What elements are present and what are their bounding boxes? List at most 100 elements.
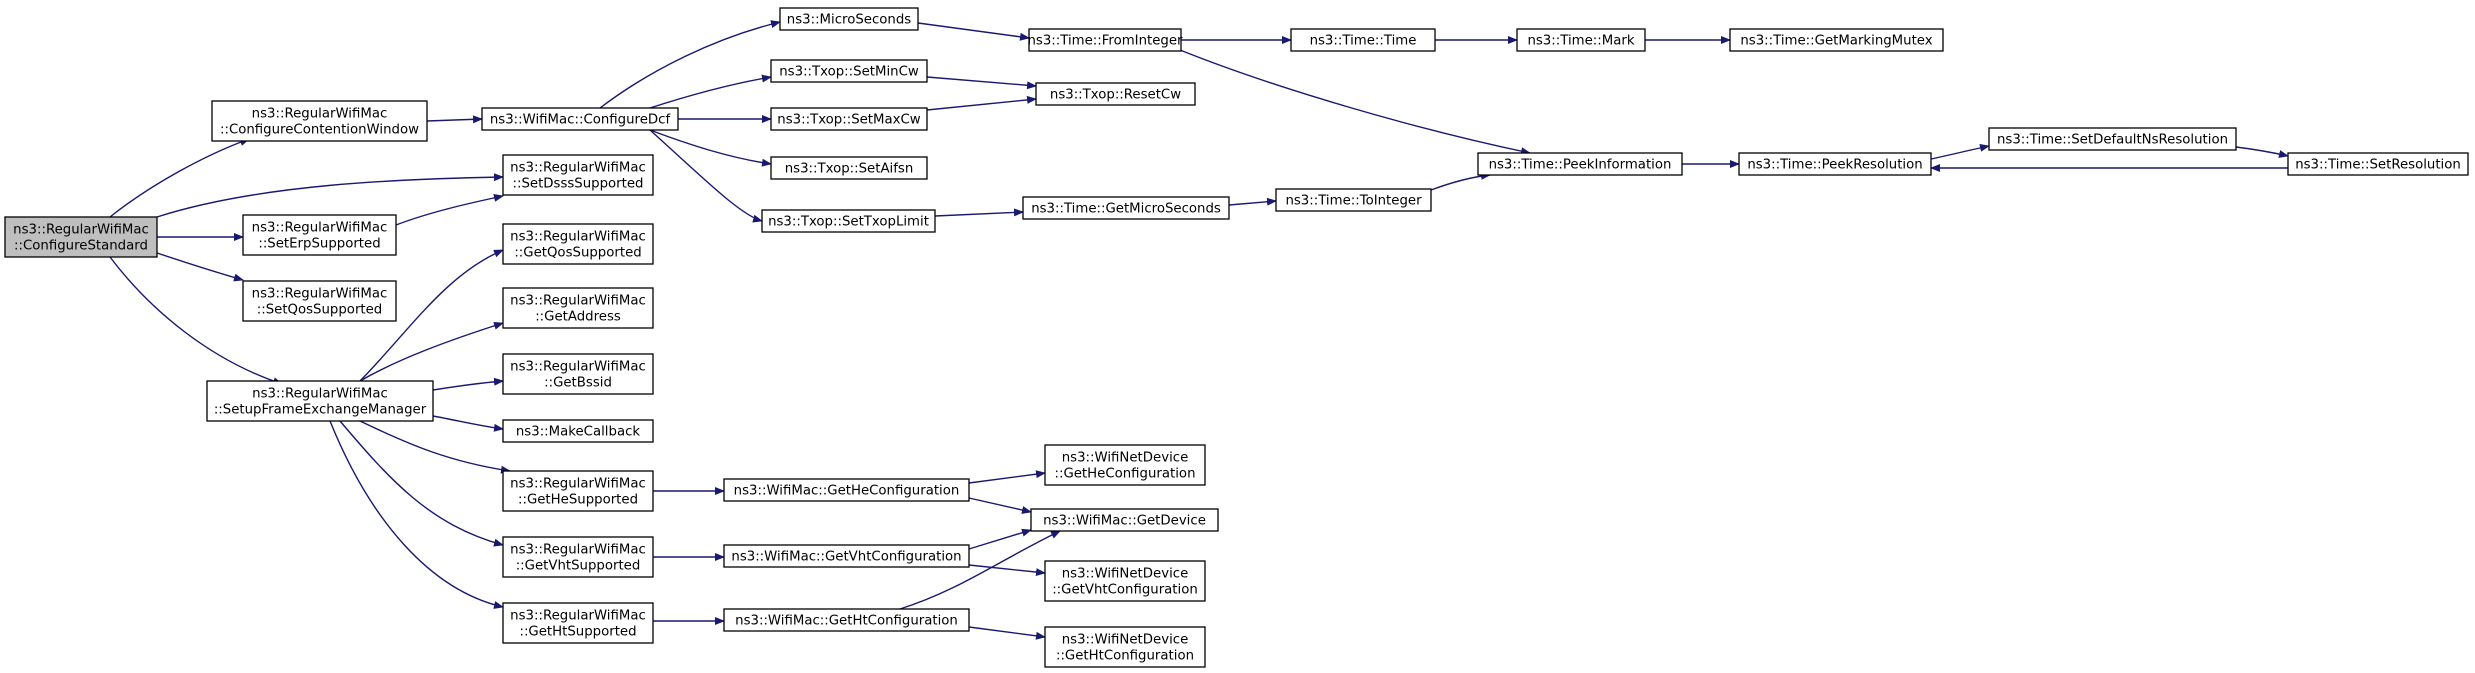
node-get-address[interactable]: ns3::RegularWifiMac::GetAddress	[502, 287, 654, 329]
node-make-callback[interactable]: ns3::MakeCallback	[502, 419, 654, 443]
node-get-qos-supported[interactable]: ns3::RegularWifiMac::GetQosSupported	[502, 223, 654, 265]
node-device-get-vht-configuration[interactable]: ns3::WifiNetDevice::GetVhtConfiguration	[1044, 560, 1206, 602]
node-box	[770, 59, 928, 83]
edge-get-he-configuration-to-device-get-he-configuration	[968, 470, 1046, 484]
node-label-line: ns3::Time::SetDefaultNsResolution	[1997, 133, 2228, 148]
node-set-default-ns-resolution[interactable]: ns3::Time::SetDefaultNsResolution	[1988, 127, 2237, 151]
node-label-line: ns3::RegularWifiMac	[252, 221, 388, 236]
edge-configure-standard-to-set-qos-supported	[156, 252, 244, 282]
edge-setup-frame-exchange-manager-to-get-he-supported	[359, 420, 511, 474]
node-device-get-he-configuration[interactable]: ns3::WifiNetDevice::GetHeConfiguration	[1044, 444, 1206, 486]
node-from-integer[interactable]: ns3::Time::FromInteger	[1027, 28, 1183, 52]
edge-get-he-configuration-to-get-device	[968, 497, 1032, 514]
edge-get-ht-configuration-to-get-device	[899, 530, 1061, 610]
node-box	[502, 353, 654, 395]
node-get-marking-mutex[interactable]: ns3::Time::GetMarkingMutex	[1729, 28, 1944, 52]
node-get-vht-supported[interactable]: ns3::RegularWifiMac::GetVhtSupported	[502, 536, 654, 578]
node-peek-resolution[interactable]: ns3::Time::PeekResolution	[1738, 152, 1932, 176]
node-box	[1477, 152, 1683, 176]
node-peek-information[interactable]: ns3::Time::PeekInformation	[1477, 152, 1683, 176]
node-set-aifsn[interactable]: ns3::Txop::SetAifsn	[770, 156, 928, 180]
node-configure-dcf[interactable]: ns3::WifiMac::ConfigureDcf	[481, 107, 679, 131]
node-box	[1729, 28, 1944, 52]
node-box	[1028, 28, 1182, 52]
edge-get-vht-configuration-to-get-device	[968, 528, 1032, 550]
node-time-mark[interactable]: ns3::Time::Mark	[1516, 28, 1646, 52]
edge-configure-standard-to-set-dsss-supported	[156, 173, 504, 218]
node-reset-cw[interactable]: ns3::Txop::ResetCw	[1035, 82, 1196, 106]
node-set-max-cw[interactable]: ns3::Txop::SetMaxCw	[770, 107, 928, 131]
node-configure-contention-window[interactable]: ns3::RegularWifiMac::ConfigureContention…	[211, 100, 428, 142]
node-device-get-ht-configuration[interactable]: ns3::WifiNetDevice::GetHtConfiguration	[1044, 626, 1206, 668]
edge-set-txop-limit-to-get-micro-seconds	[934, 208, 1024, 217]
node-box	[211, 100, 428, 142]
node-micro-seconds[interactable]: ns3::MicroSeconds	[779, 7, 919, 31]
node-set-dsss-supported[interactable]: ns3::RegularWifiMac::SetDsssSupported	[502, 154, 654, 196]
node-label-line: ::GetVhtSupported	[516, 559, 641, 574]
node-box	[242, 280, 397, 322]
node-label-line: ::ConfigureContentionWindow	[220, 123, 419, 138]
node-label-line: ns3::WifiNetDevice	[1062, 451, 1189, 466]
node-label-line: ::GetAddress	[535, 310, 621, 325]
edge-set-default-ns-resolution-to-set-resolution	[2235, 146, 2289, 158]
edge-from-integer-to-peek-information	[1179, 49, 1531, 156]
node-label-line: ::GetHtConfiguration	[1056, 649, 1194, 664]
edge-get-ht-configuration-to-device-get-ht-configuration	[968, 626, 1046, 640]
node-label-line: ns3::Time::Mark	[1527, 34, 1634, 49]
node-get-he-configuration[interactable]: ns3::WifiMac::GetHeConfiguration	[723, 478, 970, 502]
node-get-vht-configuration[interactable]: ns3::WifiMac::GetVhtConfiguration	[723, 544, 970, 568]
edge-configure-dcf-to-micro-seconds	[599, 20, 781, 109]
node-box	[1035, 82, 1196, 106]
node-label-line: ::GetHeSupported	[518, 493, 638, 508]
edge-configure-dcf-to-set-aifsn	[649, 129, 772, 167]
node-set-qos-supported[interactable]: ns3::RegularWifiMac::SetQosSupported	[242, 280, 397, 322]
node-box	[1044, 626, 1206, 668]
node-box	[4, 216, 158, 258]
node-set-min-cw[interactable]: ns3::Txop::SetMinCw	[770, 59, 928, 83]
node-label-line: ns3::Txop::SetAifsn	[785, 162, 914, 177]
node-label-line: ::GetVhtConfiguration	[1052, 583, 1198, 598]
node-label-line: ns3::Time::FromInteger	[1027, 34, 1183, 49]
node-label-line: ns3::Time::PeekInformation	[1489, 158, 1672, 173]
node-label-line: ns3::RegularWifiMac	[13, 223, 149, 238]
node-get-he-supported[interactable]: ns3::RegularWifiMac::GetHeSupported	[502, 470, 654, 512]
node-box	[502, 602, 654, 644]
node-set-erp-supported[interactable]: ns3::RegularWifiMac::SetErpSupported	[242, 214, 397, 256]
node-box	[1290, 28, 1436, 52]
node-label-line: ns3::Txop::SetMaxCw	[777, 113, 921, 128]
edge-configure-dcf-to-set-min-cw	[649, 74, 772, 109]
node-set-txop-limit[interactable]: ns3::Txop::SetTxopLimit	[761, 209, 936, 233]
node-box	[1044, 560, 1206, 602]
node-get-ht-configuration[interactable]: ns3::WifiMac::GetHtConfiguration	[723, 608, 970, 632]
node-box	[206, 380, 434, 422]
edge-configure-standard-to-setup-frame-exchange-manager	[109, 256, 283, 385]
node-label-line: ns3::RegularWifiMac	[510, 477, 646, 492]
node-label-line: ns3::RegularWifiMac	[252, 107, 388, 122]
node-box	[502, 419, 654, 443]
node-box	[502, 154, 654, 196]
node-label-line: ns3::MakeCallback	[516, 425, 641, 440]
node-box	[502, 536, 654, 578]
node-label-line: ns3::RegularWifiMac	[510, 161, 646, 176]
node-get-ht-supported[interactable]: ns3::RegularWifiMac::GetHtSupported	[502, 602, 654, 644]
node-label-line: ns3::Time::Time	[1310, 34, 1417, 49]
node-label-line: ns3::WifiMac::GetHeConfiguration	[734, 484, 960, 499]
node-label-line: ns3::Time::GetMicroSeconds	[1031, 202, 1221, 217]
node-label-line: ns3::WifiNetDevice	[1062, 633, 1189, 648]
node-box	[481, 107, 679, 131]
node-setup-frame-exchange-manager[interactable]: ns3::RegularWifiMac::SetupFrameExchangeM…	[206, 380, 434, 422]
node-label-line: ::SetDsssSupported	[512, 177, 643, 192]
node-to-integer[interactable]: ns3::Time::ToInteger	[1275, 188, 1432, 212]
node-label-line: ns3::Txop::SetMinCw	[779, 65, 919, 80]
node-box	[723, 544, 970, 568]
node-box	[770, 156, 928, 180]
node-configure-standard[interactable]: ns3::RegularWifiMac::ConfigureStandard	[4, 216, 158, 258]
node-box	[770, 107, 928, 131]
node-get-bssid[interactable]: ns3::RegularWifiMac::GetBssid	[502, 353, 654, 395]
node-get-device[interactable]: ns3::WifiMac::GetDevice	[1030, 508, 1219, 532]
node-time-time[interactable]: ns3::Time::Time	[1290, 28, 1436, 52]
node-box	[761, 209, 936, 233]
node-label-line: ns3::WifiMac::ConfigureDcf	[490, 113, 671, 128]
node-get-micro-seconds[interactable]: ns3::Time::GetMicroSeconds	[1022, 196, 1230, 220]
node-set-resolution[interactable]: ns3::Time::SetResolution	[2287, 152, 2469, 176]
